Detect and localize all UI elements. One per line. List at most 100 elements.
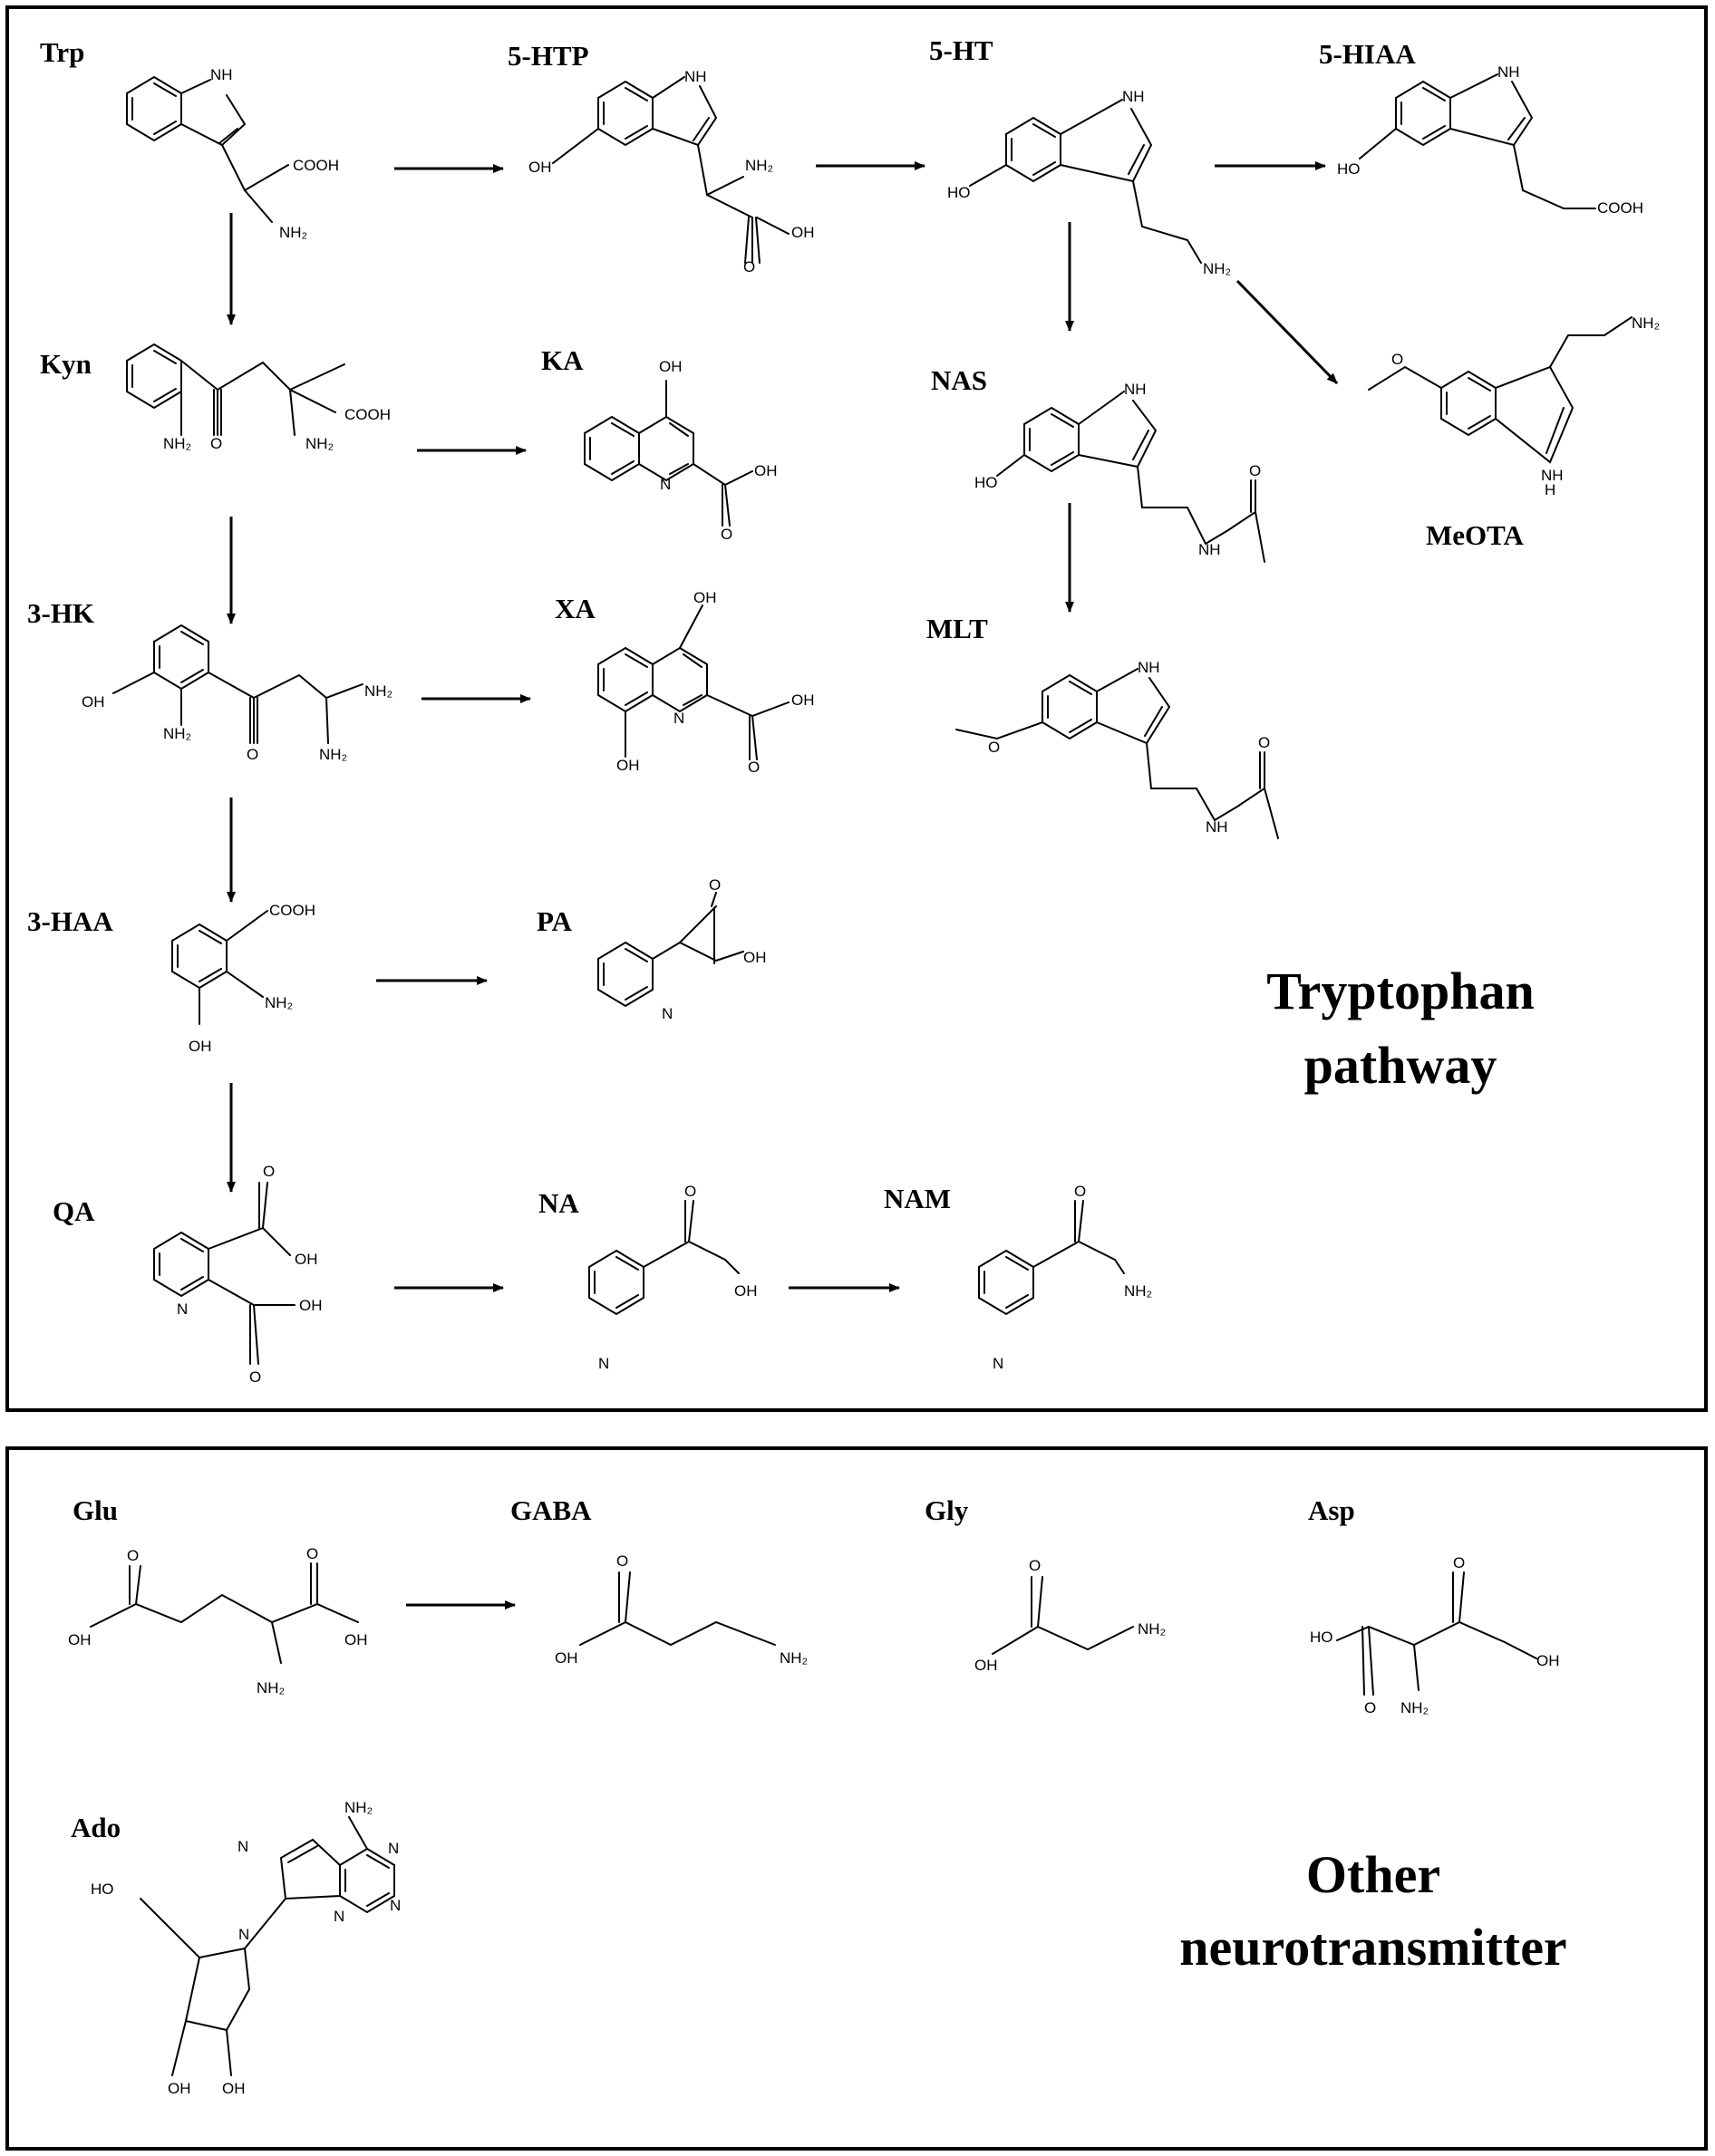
svg-text:NH₂: NH₂ <box>1138 1620 1166 1638</box>
structure-ado: NH₂ N N N N N HO OH OH <box>91 1799 401 2097</box>
tryptophan-panel <box>5 5 1708 1412</box>
panel-title-other-line1: Other <box>1306 1845 1440 1904</box>
reaction-arrows <box>227 161 1339 1610</box>
compound-label-trp: Trp <box>40 36 84 68</box>
compound-label-3haa: 3-HAA <box>27 905 113 937</box>
structure-5ht: NH HO NH₂ <box>947 88 1231 277</box>
svg-text:N: N <box>177 1300 188 1318</box>
svg-text:HO: HO <box>1310 1629 1333 1646</box>
svg-text:O: O <box>988 739 1000 756</box>
svg-text:N: N <box>388 1840 399 1857</box>
svg-text:NH₂: NH₂ <box>279 224 307 241</box>
svg-text:O: O <box>210 435 222 452</box>
svg-text:OH: OH <box>168 2080 191 2097</box>
arrow-5ht-meota <box>1235 279 1339 385</box>
structure-qa: O OH N OH O <box>153 1163 323 1386</box>
compound-label-5htp: 5-HTP <box>508 40 589 72</box>
svg-text:N: N <box>237 1838 248 1855</box>
svg-text:NH₂: NH₂ <box>745 157 773 174</box>
compound-label-nas: NAS <box>931 364 987 396</box>
svg-text:N: N <box>993 1355 1003 1372</box>
structure-pa: N OH O <box>597 876 767 1022</box>
svg-text:N: N <box>660 476 671 493</box>
svg-text:N: N <box>390 1897 401 1914</box>
panel-title-tryptophan-line2: pathway <box>1304 1036 1497 1095</box>
svg-text:OH: OH <box>754 462 778 479</box>
compound-label-5hiaa: 5-HIAA <box>1319 38 1416 70</box>
compound-label-qa: QA <box>53 1195 95 1227</box>
svg-text:NH₂: NH₂ <box>265 994 293 1011</box>
compound-label-3hk: 3-HK <box>27 597 94 629</box>
compound-label-ado: Ado <box>71 1812 121 1843</box>
svg-text:O: O <box>127 1547 139 1564</box>
structure-asp: HO O O OH NH₂ <box>1310 1554 1560 1716</box>
svg-text:O: O <box>1029 1557 1041 1574</box>
svg-text:O: O <box>748 759 760 776</box>
svg-text:NH: NH <box>1541 467 1564 484</box>
svg-text:O: O <box>743 258 755 276</box>
svg-text:OH: OH <box>974 1657 998 1674</box>
svg-text:OH: OH <box>1536 1652 1560 1669</box>
svg-text:OH: OH <box>791 691 815 709</box>
svg-text:NH: NH <box>210 66 233 83</box>
structure-mlt: O NH NH O <box>955 659 1279 839</box>
svg-text:O: O <box>247 746 258 763</box>
svg-text:OH: OH <box>68 1631 92 1648</box>
compound-label-5ht: 5-HT <box>929 34 993 66</box>
svg-text:OH: OH <box>189 1038 212 1055</box>
svg-text:N: N <box>598 1355 609 1372</box>
compound-label-pa: PA <box>537 905 573 937</box>
compound-label-mlt: MLT <box>926 613 988 644</box>
svg-text:NH₂: NH₂ <box>305 435 334 452</box>
svg-text:O: O <box>263 1163 275 1180</box>
svg-text:O: O <box>709 876 721 894</box>
structure-trp: NH COOH NH₂ <box>126 66 339 241</box>
svg-text:HO: HO <box>947 184 971 201</box>
svg-text:O: O <box>684 1183 696 1200</box>
svg-text:NH₂: NH₂ <box>344 1799 373 1816</box>
svg-text:OH: OH <box>743 949 767 966</box>
svg-text:NH₂: NH₂ <box>1124 1282 1152 1300</box>
svg-text:NH₂: NH₂ <box>163 435 191 452</box>
svg-text:N: N <box>238 1926 249 1943</box>
svg-text:OH: OH <box>222 2080 246 2097</box>
svg-text:NH₂: NH₂ <box>257 1679 285 1697</box>
svg-text:O: O <box>1391 351 1403 368</box>
compound-label-xa: XA <box>555 593 596 624</box>
svg-text:NH: NH <box>1497 63 1520 81</box>
compound-label-gly: Gly <box>925 1494 969 1526</box>
svg-text:NH₂: NH₂ <box>1632 314 1660 332</box>
svg-text:COOH: COOH <box>269 902 315 919</box>
svg-text:N: N <box>673 710 684 727</box>
svg-text:NH: NH <box>1124 381 1147 398</box>
structure-5hiaa: NH HO COOH <box>1337 63 1643 217</box>
compound-label-glu: Glu <box>73 1494 118 1526</box>
svg-text:NH: NH <box>684 68 707 85</box>
structure-3haa: COOH NH₂ OH <box>171 902 315 1055</box>
structure-glu: OH O O OH NH₂ <box>68 1545 368 1697</box>
other-neurotransmitter-panel <box>5 1446 1708 2151</box>
svg-text:HO: HO <box>91 1880 114 1898</box>
svg-text:NH: NH <box>1122 88 1145 105</box>
svg-text:O: O <box>1074 1183 1086 1200</box>
svg-text:NH: NH <box>1138 659 1160 676</box>
svg-text:O: O <box>616 1552 628 1570</box>
svg-text:HO: HO <box>974 474 998 491</box>
compound-label-nam: NAM <box>884 1183 951 1214</box>
svg-text:OH: OH <box>791 224 815 241</box>
structure-gaba: OH O NH₂ <box>555 1552 808 1667</box>
structure-ka: OH N OH O <box>584 358 778 543</box>
svg-text:NH: NH <box>1206 818 1228 836</box>
panel-title-tryptophan-line1: Tryptophan <box>1266 962 1534 1020</box>
structure-nam: O NH₂ N <box>978 1183 1152 1372</box>
structure-3hk: OH NH₂ O NH₂ NH₂ <box>82 624 392 763</box>
svg-text:OH: OH <box>616 757 640 774</box>
structure-nas: NH HO NH O <box>974 381 1265 563</box>
structure-5htp: OH NH NH₂ OH O <box>528 68 815 276</box>
svg-text:HO: HO <box>1337 160 1361 178</box>
svg-text:O: O <box>1364 1699 1376 1716</box>
svg-text:O: O <box>306 1545 318 1562</box>
svg-text:O: O <box>249 1368 261 1386</box>
svg-text:OH: OH <box>82 693 105 711</box>
svg-text:OH: OH <box>693 589 717 606</box>
